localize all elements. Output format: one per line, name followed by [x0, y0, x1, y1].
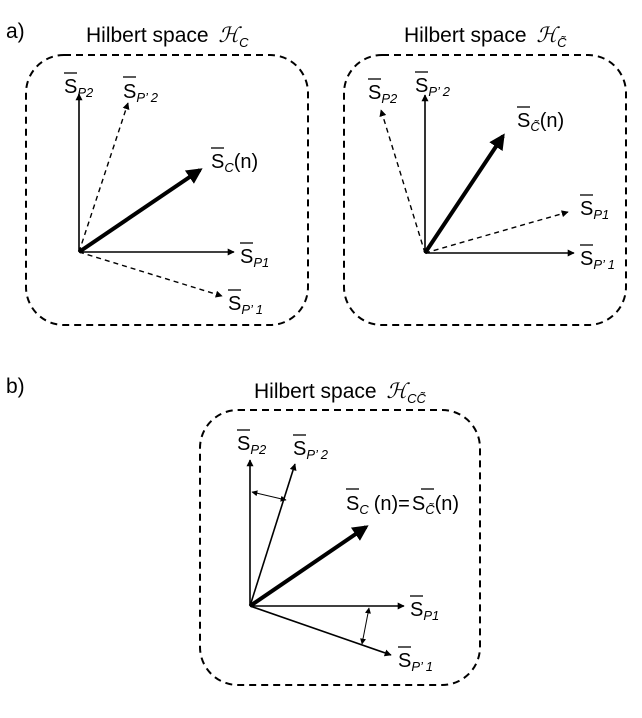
- hilbert-space-box: [25, 54, 309, 326]
- svg-text:SP’ 1: SP’ 1: [580, 248, 615, 272]
- label-s-c-equation: SC(n)=SC̃(n): [346, 488, 459, 517]
- panel-b-tag: b): [6, 375, 25, 398]
- label-s-pp1: SP’ 1: [228, 289, 263, 317]
- panel-a-left-title: Hilbert space ℋC: [86, 23, 249, 50]
- label-s-pp2: SP’ 2: [123, 76, 159, 105]
- rotation-arrow-bottom: [360, 607, 371, 645]
- svg-text:SP2: SP2: [368, 82, 398, 106]
- label-s-c-tilde: SC̃(n): [517, 106, 564, 134]
- svg-text:SP’ 1: SP’ 1: [228, 293, 263, 317]
- panel-b: Hilbert space ℋCC̃ SP2 SP’ 2 SC(n)=SC̃(n…: [199, 379, 481, 686]
- hilbert-space-box: [343, 54, 627, 326]
- vector-s-pp1: [249, 605, 392, 657]
- label-s-p2: SP2: [368, 78, 398, 106]
- svg-text:SP’ 1: SP’ 1: [398, 650, 433, 674]
- panel-a-tag: a): [6, 20, 25, 43]
- panel-a-right-title: Hilbert space ℋC̃: [404, 23, 567, 50]
- vector-s-pp1: [78, 251, 223, 298]
- svg-text:SC(n)=SC̃(n): SC(n)=SC̃(n): [346, 493, 459, 517]
- svg-text:SP’ 2: SP’ 2: [123, 81, 159, 105]
- panel-a-right: Hilbert space ℋC̃ SP2 SP’ 2 SC̃(n) SP1 S…: [343, 23, 627, 326]
- svg-text:SP2: SP2: [64, 76, 94, 100]
- panel-b-title: Hilbert space ℋCC̃: [254, 379, 427, 406]
- label-s-pp2: SP’ 2: [293, 434, 329, 462]
- rotation-arrow-top: [251, 490, 287, 502]
- svg-text:SC(n): SC(n): [211, 151, 258, 175]
- svg-text:SP1: SP1: [580, 198, 609, 222]
- label-s-p1: SP1: [240, 242, 269, 270]
- svg-text:SC̃(n): SC̃(n): [517, 110, 564, 134]
- label-s-p1: SP1: [410, 595, 439, 623]
- vector-s-pp2: [249, 463, 297, 607]
- label-s-p2: SP2: [237, 429, 267, 457]
- svg-text:SP2: SP2: [237, 433, 267, 457]
- label-s-pp1: SP’ 1: [398, 646, 433, 674]
- vector-s-c: [77, 168, 203, 254]
- vector-s-pp2: [78, 102, 130, 253]
- vector-s-p1: [424, 210, 569, 254]
- label-s-p2: SP2: [64, 72, 94, 100]
- svg-text:SP1: SP1: [240, 246, 269, 270]
- hilbert-space-box: [199, 409, 481, 686]
- label-s-p1: SP1: [580, 194, 609, 222]
- vector-s-c-tilde: [423, 133, 505, 255]
- label-s-pp1: SP’ 1: [580, 244, 615, 272]
- label-s-c: SC(n): [211, 147, 258, 175]
- vector-s-c-equal: [248, 525, 369, 608]
- svg-text:SP1: SP1: [410, 599, 439, 623]
- svg-text:SP’ 2: SP’ 2: [415, 75, 451, 99]
- svg-text:SP’ 2: SP’ 2: [293, 438, 329, 462]
- panel-a-left: Hilbert space ℋC SP2 SP’ 2 SC(n) SP1: [25, 23, 309, 326]
- vector-s-p2: [379, 109, 426, 254]
- label-s-pp2: SP’ 2: [415, 71, 451, 99]
